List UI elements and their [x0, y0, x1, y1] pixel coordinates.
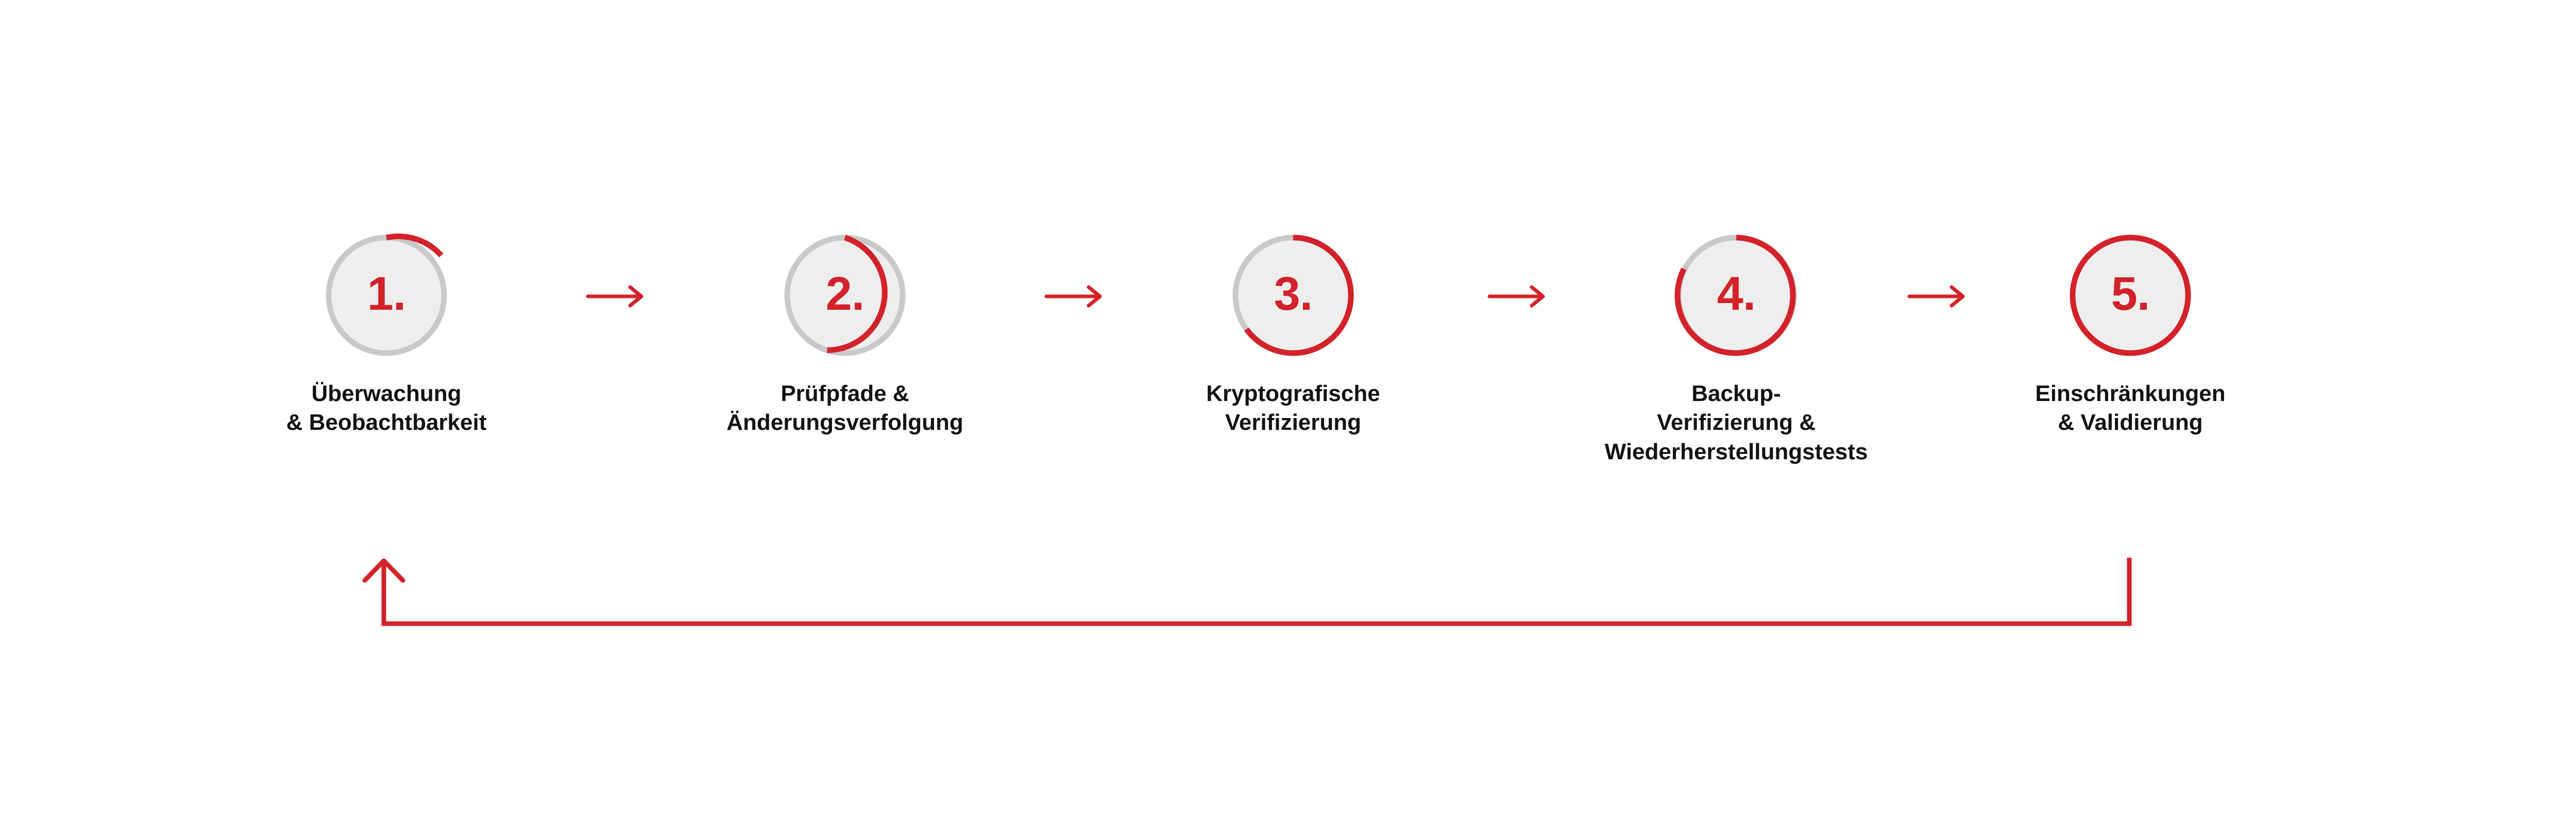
step-label-4: Backup- Verifizierung & Wiederherstellun…: [1604, 381, 1868, 464]
step-number-1: 1.: [367, 268, 406, 320]
step-label-3: Kryptografische Verifizierung: [1206, 381, 1380, 436]
step-progress-circle-5: 5.: [2067, 232, 2194, 359]
step-label-5: Einschränkungen & Validierung: [2035, 381, 2226, 436]
step-label-1: Überwachung & Beobachtbarkeit: [286, 381, 487, 436]
step-item-2: 2. Prüfpfade & Änderungsverfolgung: [623, 232, 1066, 438]
connector-arrow-1-to-2: [585, 281, 647, 312]
step-item-5: 5. Einschränkungen & Validierung: [1909, 232, 2352, 438]
step-number-4: 4.: [1717, 268, 1756, 320]
step-progress-circle-1: 1.: [323, 232, 450, 359]
step-progress-circle-2: 2.: [782, 232, 908, 359]
connector-arrow-2-to-3: [1043, 281, 1105, 312]
step-number-5: 5.: [2111, 268, 2150, 320]
step-item-4: 4. Backup- Verifizierung & Wiederherstel…: [1515, 232, 1958, 466]
step-number-2: 2.: [825, 268, 865, 320]
step-label-2: Prüfpfade & Änderungsverfolgung: [726, 381, 963, 436]
step-progress-circle-3: 3.: [1230, 232, 1357, 359]
connector-arrow-3-to-4: [1486, 281, 1548, 312]
step-item-1: 1. Überwachung & Beobachtbarkeit: [165, 232, 608, 438]
step-number-3: 3.: [1274, 268, 1313, 320]
step-progress-circle-4: 4.: [1673, 232, 1800, 359]
step-item-3: 3. Kryptografische Verifizierung: [1072, 232, 1515, 438]
connector-arrow-4-to-5: [1906, 281, 1968, 312]
